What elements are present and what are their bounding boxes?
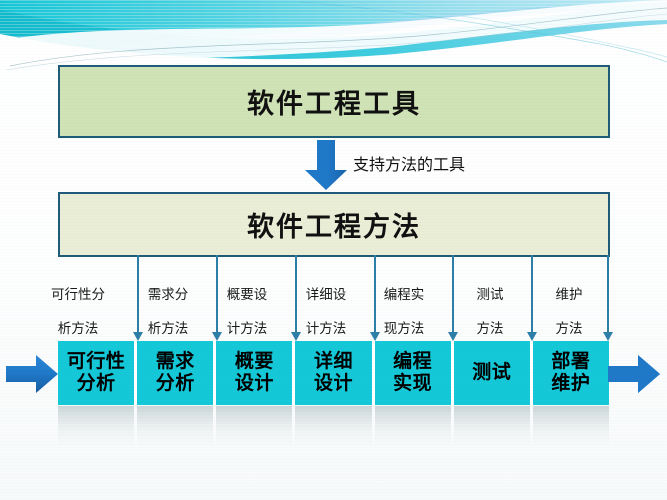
methods-box: 软件工程方法 [58,192,610,257]
method-label-line1: 概要设 [226,287,268,302]
arrow-right-icon-right [608,352,666,396]
phase-feasibility-analysis[interactable]: 可行性 分析 [58,341,135,405]
connector-line-4 [370,255,380,341]
method-label-line1: 维护 [555,287,583,302]
phase-detailed-design[interactable]: 详细 设计 [295,341,372,405]
connector-line-3 [291,255,301,341]
phase-text: 测试 [472,362,512,383]
phase-text: 详细 设计 [313,351,353,394]
phase-text: 部署 维护 [551,351,591,394]
method-label-outline-design: 概要设 计方法 [203,269,291,354]
method-label-line2: 方法 [555,321,583,336]
phase-text: 可行性 分析 [66,351,126,394]
arrow-down-icon [304,140,348,190]
method-label-line1: 详细设 [305,287,347,302]
method-label-line2: 方法 [476,321,504,336]
phase-testing[interactable]: 测试 [453,341,530,405]
phase-requirements-analysis[interactable]: 需求 分析 [137,341,214,405]
header-decoration [0,0,667,72]
phase-bar: 可行性 分析 需求 分析 概要 设计 详细 设计 编程 实现 测试 部署 维护 [58,341,609,405]
method-label-maintenance: 维护 方法 [531,269,607,354]
phase-text: 概要 设计 [234,351,274,394]
method-label-line1: 可行性分 [51,287,105,302]
connector-line-5 [448,255,458,341]
methods-box-label: 软件工程方法 [247,212,421,242]
method-label-line1: 需求分 [147,287,189,302]
arrow-right-icon-left [2,352,60,396]
phase-bar-reflection [58,406,609,450]
method-label-line1: 编程实 [383,287,425,302]
method-label-requirements: 需求分 析方法 [124,269,212,354]
phase-text: 编程 实现 [393,351,433,394]
method-label-line1: 测试 [476,287,504,302]
method-label-testing: 测试 方法 [452,269,528,354]
reflection-segment [58,406,135,450]
phase-outline-design[interactable]: 概要 设计 [216,341,293,405]
method-label-implementation: 编程实 现方法 [360,269,448,354]
reflection-segment [295,406,372,450]
method-label-line2: 现方法 [383,321,425,336]
phase-text: 需求 分析 [155,351,195,394]
phase-implementation[interactable]: 编程 实现 [374,341,451,405]
connector-line-1 [133,255,143,341]
method-label-detailed-design: 详细设 计方法 [282,269,370,354]
reflection-segment [453,406,530,450]
reflection-segment [532,406,609,450]
phase-deploy-maintain[interactable]: 部署 维护 [532,341,609,405]
method-label-line2: 析方法 [57,321,99,336]
reflection-segment [374,406,451,450]
connector-label: 支持方法的工具 [353,157,466,174]
connector-line-7 [603,255,613,341]
method-labels-layer: 可行性分 析方法 需求分 析方法 概要设 计方法 详细设 计方法 编程实 现方法… [0,255,667,345]
reflection-segment [216,406,293,450]
connector-line-2 [212,255,222,341]
method-label-line2: 析方法 [147,321,189,336]
tools-box-label: 软件工程工具 [247,89,421,119]
connector-line-6 [527,255,537,341]
method-label-line2: 计方法 [226,321,268,336]
method-label-feasibility: 可行性分 析方法 [24,269,132,354]
tools-box: 软件工程工具 [58,65,610,138]
reflection-segment [137,406,214,450]
method-label-line2: 计方法 [305,321,347,336]
